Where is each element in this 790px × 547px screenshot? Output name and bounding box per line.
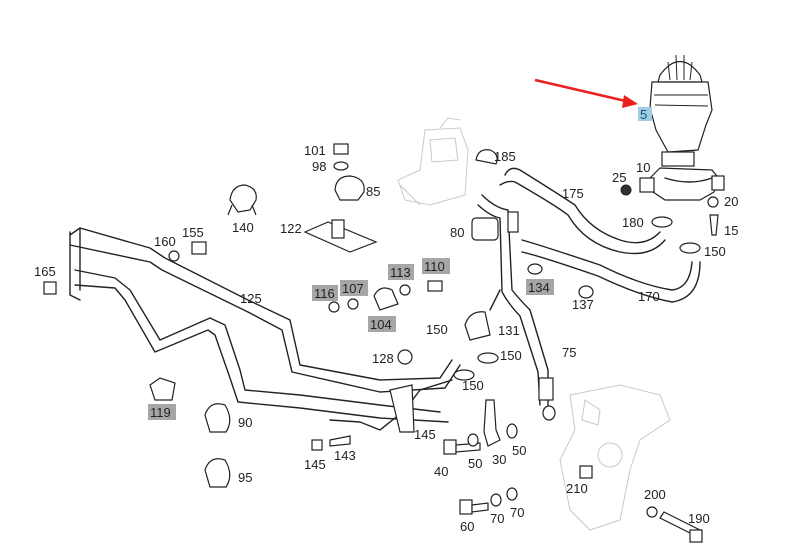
callout-150-a[interactable]: 150: [426, 322, 448, 337]
callout-70-a[interactable]: 70: [490, 511, 504, 526]
callout-75[interactable]: 75: [562, 345, 576, 360]
reservoir-assembly: [620, 54, 725, 201]
callout-175[interactable]: 175: [562, 186, 584, 201]
callout-80[interactable]: 80: [450, 225, 464, 240]
callout-180[interactable]: 180: [622, 215, 644, 230]
callout-170[interactable]: 170: [638, 289, 660, 304]
callout-50-a[interactable]: 50: [468, 456, 482, 471]
callout-25[interactable]: 25: [612, 170, 626, 185]
callout-200[interactable]: 200: [644, 487, 666, 502]
callout-165[interactable]: 165: [34, 264, 56, 279]
callout-134[interactable]: 134: [528, 280, 550, 295]
callout-128[interactable]: 128: [372, 351, 394, 366]
callout-98[interactable]: 98: [312, 159, 326, 174]
callout-90[interactable]: 90: [238, 415, 252, 430]
callout-122[interactable]: 122: [280, 221, 302, 236]
callout-137[interactable]: 137: [572, 297, 594, 312]
callout-40[interactable]: 40: [434, 464, 448, 479]
callout-30[interactable]: 30: [492, 452, 506, 467]
callout-101[interactable]: 101: [304, 143, 326, 158]
callout-20[interactable]: 20: [724, 194, 738, 209]
callout-15[interactable]: 15: [724, 223, 738, 238]
callout-10[interactable]: 10: [636, 160, 650, 175]
callout-85[interactable]: 85: [366, 184, 380, 199]
callout-95[interactable]: 95: [238, 470, 252, 485]
callout-60[interactable]: 60: [460, 519, 474, 534]
hose-170: [521, 239, 701, 303]
pressure-line-75: [477, 194, 554, 406]
callout-150-c[interactable]: 150: [462, 378, 484, 393]
callout-110[interactable]: 110: [424, 259, 445, 274]
callout-150-d[interactable]: 150: [704, 244, 726, 259]
callout-125[interactable]: 125: [240, 291, 262, 306]
callout-140[interactable]: 140: [232, 220, 254, 235]
callout-150-b[interactable]: 150: [500, 348, 522, 363]
red-arrow-icon: [534, 78, 638, 108]
callout-104[interactable]: 104: [370, 317, 392, 332]
callout-116[interactable]: 116: [314, 286, 335, 301]
callout-5[interactable]: 5: [640, 107, 647, 122]
callout-50-b[interactable]: 50: [512, 443, 526, 458]
ghost-steering-gear: [559, 384, 671, 531]
parts-small: [43, 143, 719, 543]
callout-143[interactable]: 143: [334, 448, 356, 463]
hose-175: [499, 167, 666, 255]
callout-131[interactable]: 131: [498, 323, 520, 338]
callout-160[interactable]: 160: [154, 234, 176, 249]
callout-70-b[interactable]: 70: [510, 505, 524, 520]
callout-185[interactable]: 185: [494, 149, 516, 164]
callout-155[interactable]: 155: [182, 225, 204, 240]
callout-190[interactable]: 190: [688, 511, 710, 526]
ghost-pump-housing: [397, 117, 469, 206]
callout-107[interactable]: 107: [342, 281, 364, 296]
callout-210[interactable]: 210: [566, 481, 588, 496]
callout-5-highlight: [638, 107, 652, 121]
callout-145-a[interactable]: 145: [304, 457, 326, 472]
callout-119[interactable]: 119: [150, 405, 171, 420]
callout-145-b[interactable]: 145: [414, 427, 436, 442]
line-125: [69, 227, 461, 431]
callout-113[interactable]: 113: [390, 265, 411, 280]
